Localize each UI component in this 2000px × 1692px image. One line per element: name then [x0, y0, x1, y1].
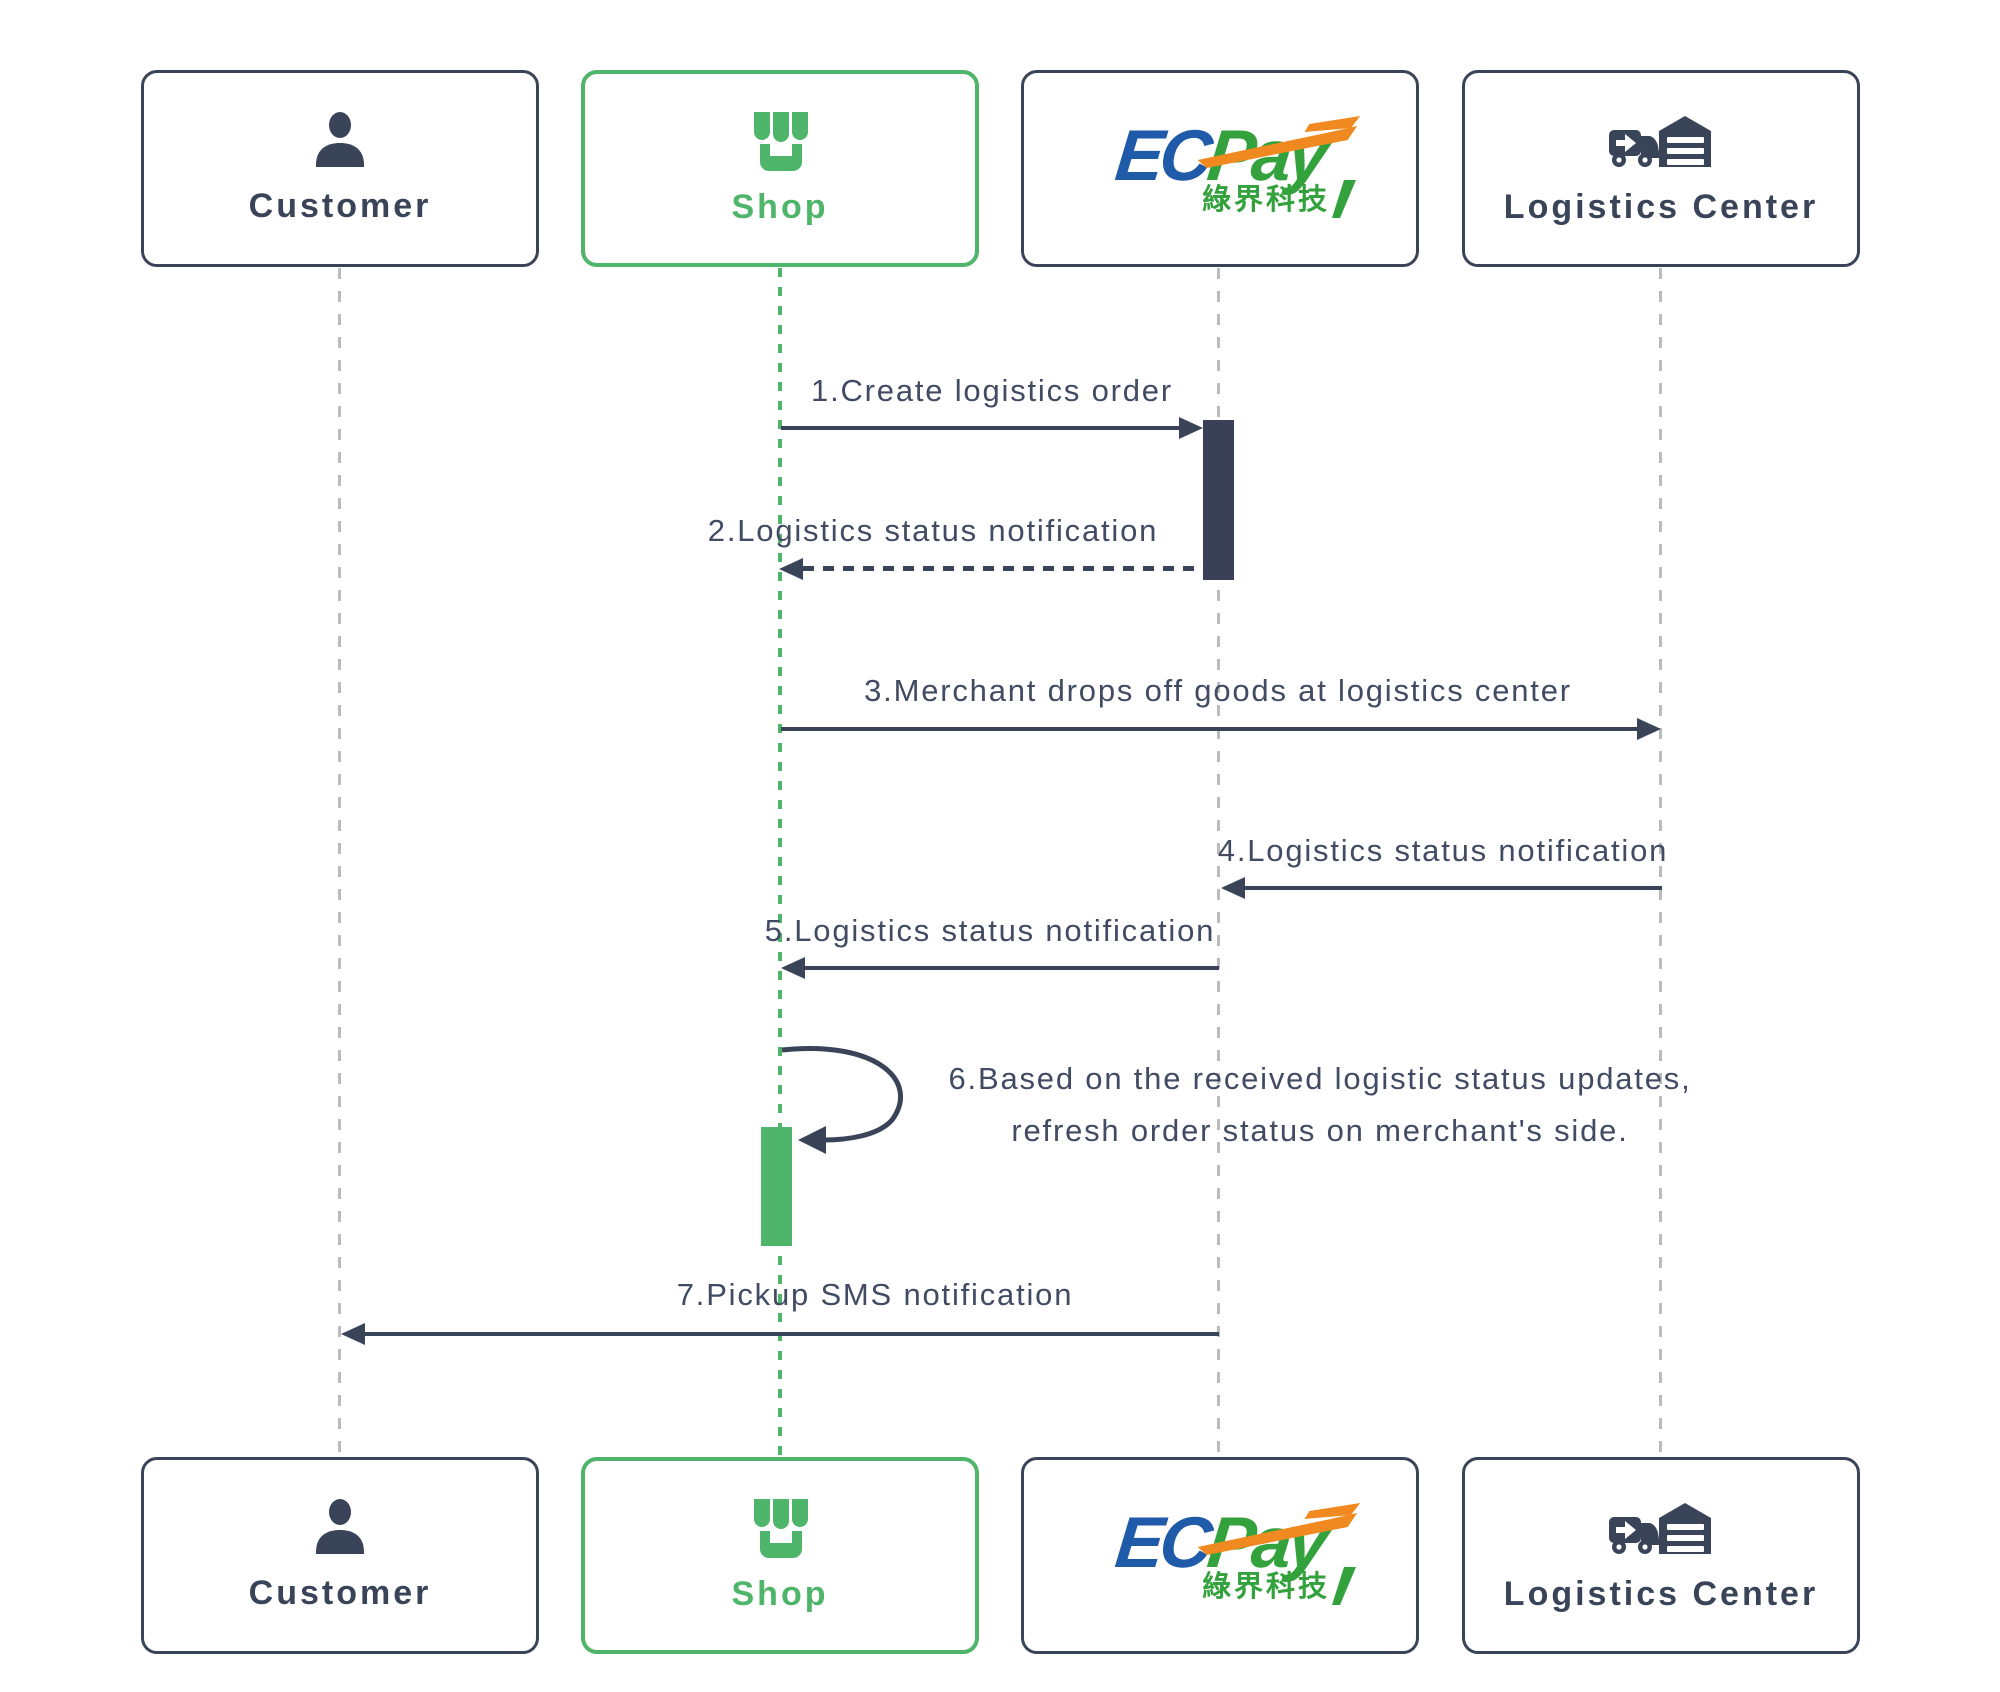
storefront-icon — [754, 112, 808, 171]
message-4-label: 4.Logistics status notification — [1217, 833, 1669, 868]
actor-label: Shop — [731, 1575, 829, 1613]
storefront-icon — [754, 1499, 808, 1558]
ecpay-logo-ec: EC — [1111, 1502, 1213, 1583]
message-2-line — [803, 566, 1203, 571]
message-7-arrowhead — [341, 1323, 365, 1345]
actor-label: Customer — [248, 187, 432, 225]
lifeline-customer — [338, 268, 341, 1457]
activation-bar-ecpay — [1203, 420, 1234, 580]
ecpay-logo: EC Pay 綠界科技 — [1084, 115, 1361, 218]
message-1-line — [781, 426, 1181, 430]
actor-customer-bottom: Customer — [141, 1457, 539, 1654]
actor-logistics-bottom: Logistics Center — [1462, 1457, 1860, 1654]
lifeline-logistics — [1659, 268, 1662, 1457]
message-1-label: 1.Create logistics order — [811, 373, 1173, 408]
message-3-arrowhead — [1637, 718, 1661, 740]
message-6-label-line2: refresh order status on merchant's side. — [1011, 1113, 1629, 1148]
ecpay-tail-icon — [1332, 1566, 1356, 1605]
ecpay-logo-ec: EC — [1111, 115, 1213, 196]
ecpay-logo-subtitle: 綠界科技 — [1201, 183, 1330, 216]
ecpay-swoosh-icon — [1197, 1502, 1361, 1555]
message-7-label: 7.Pickup SMS notification — [676, 1277, 1074, 1312]
actor-shop-top: Shop — [581, 70, 979, 267]
actor-label: Customer — [248, 1574, 432, 1612]
message-5-arrowhead — [781, 957, 805, 979]
ecpay-swoosh-icon — [1197, 115, 1361, 168]
actor-label: Logistics Center — [1503, 188, 1819, 226]
person-icon — [316, 112, 364, 167]
actor-shop-bottom: Shop — [581, 1457, 979, 1654]
message-2-arrowhead — [779, 558, 803, 580]
message-5-line — [805, 966, 1219, 970]
lifeline-shop — [778, 268, 782, 1457]
actor-ecpay-top: EC Pay 綠界科技 — [1021, 70, 1419, 267]
message-3-label: 3.Merchant drops off goods at logistics … — [864, 673, 1572, 708]
actor-label: Shop — [731, 188, 829, 226]
message-1-arrowhead — [1179, 417, 1203, 439]
activation-bar-shop — [761, 1127, 792, 1246]
ecpay-tail-icon — [1332, 179, 1356, 218]
person-icon — [316, 1499, 364, 1554]
ecpay-logo-subtitle: 綠界科技 — [1201, 1570, 1330, 1603]
actor-label: Logistics Center — [1503, 1575, 1819, 1613]
truck-warehouse-icon — [1609, 116, 1711, 167]
truck-warehouse-icon — [1609, 1503, 1711, 1554]
message-2-label: 2.Logistics status notification — [707, 513, 1159, 548]
message-6-self-loop-arrow — [781, 1046, 904, 1154]
ecpay-logo: EC Pay 綠界科技 — [1084, 1502, 1361, 1605]
message-4-line — [1245, 886, 1662, 890]
message-7-line — [365, 1332, 1219, 1336]
message-6-label: 6.Based on the received logistic status … — [949, 1053, 1692, 1157]
lifeline-ecpay — [1217, 268, 1220, 1457]
actor-customer-top: Customer — [141, 70, 539, 267]
actor-logistics-top: Logistics Center — [1462, 70, 1860, 267]
message-5-label: 5.Logistics status notification — [764, 913, 1216, 948]
message-6-label-line1: 6.Based on the received logistic status … — [948, 1061, 1692, 1096]
message-3-line — [781, 727, 1639, 731]
actor-ecpay-bottom: EC Pay 綠界科技 — [1021, 1457, 1419, 1654]
message-4-arrowhead — [1221, 877, 1245, 899]
